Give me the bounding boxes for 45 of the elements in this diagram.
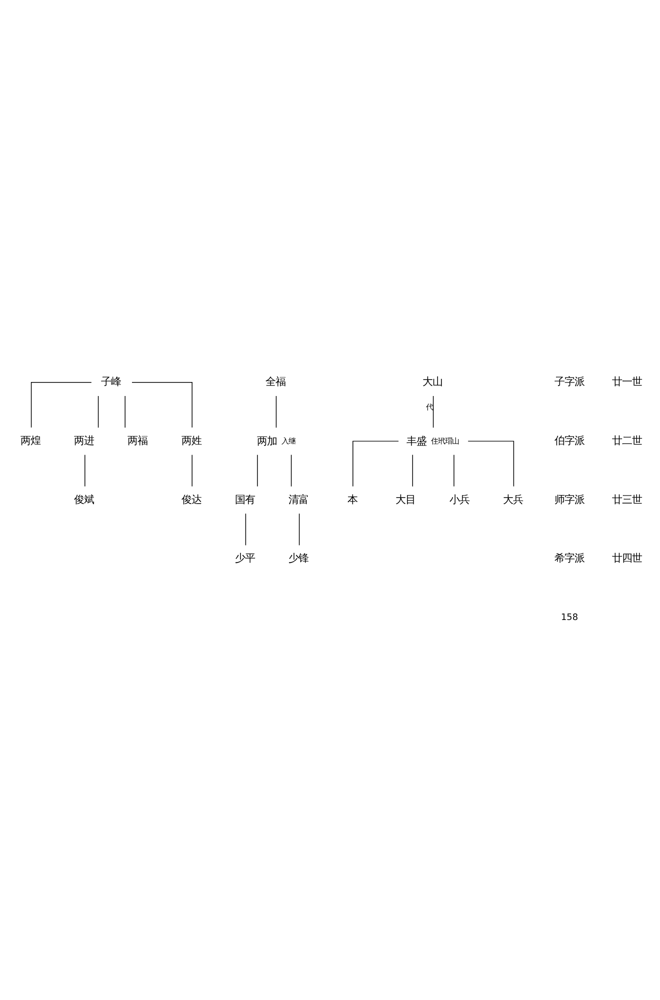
node-text: 少平 <box>234 552 255 565</box>
connector <box>352 440 399 487</box>
node-text: 两姓 <box>181 434 202 447</box>
node-text: 两煌 <box>20 434 40 447</box>
label: 廿四世 <box>612 552 642 565</box>
node-label: 入继 <box>281 436 296 446</box>
connector <box>298 513 300 546</box>
edge-label: 代 <box>426 402 434 412</box>
node-text: 清富 <box>288 494 308 506</box>
connector <box>84 454 86 487</box>
connector <box>257 454 258 487</box>
label: 廿一世 <box>612 376 642 388</box>
node-text: 小兵 <box>449 494 470 506</box>
connector <box>468 440 514 487</box>
node-text: 丰盛 <box>406 435 426 448</box>
label: 158 <box>561 612 578 623</box>
connector <box>432 396 434 428</box>
connector <box>98 396 99 428</box>
node-text: 俊达 <box>181 494 202 506</box>
node-text: 全福 <box>265 376 286 388</box>
connector <box>132 382 192 428</box>
node-text: 本 <box>347 494 358 506</box>
node-text: 大山 <box>422 376 442 388</box>
connector <box>124 396 126 428</box>
node-text: 两加 <box>256 435 277 448</box>
node-text: 两福 <box>128 434 148 447</box>
node-text: 国有 <box>234 494 255 506</box>
label: 子字派 <box>554 376 585 388</box>
node-text: 两进 <box>74 434 94 447</box>
label: 廿三世 <box>612 494 642 506</box>
label: 伯字派 <box>554 434 585 447</box>
label: 希字派 <box>554 552 585 565</box>
label: 师字派 <box>554 494 585 506</box>
label: 廿二世 <box>612 434 642 447</box>
node-text: 大目 <box>396 494 416 506</box>
node-text: 俊斌 <box>74 494 94 506</box>
connector <box>245 513 246 546</box>
connector <box>290 454 292 487</box>
node-text: 大兵 <box>502 494 523 506</box>
connector <box>276 396 277 428</box>
connector <box>412 454 413 487</box>
node-text: 子峰 <box>100 376 121 388</box>
connector <box>30 382 92 428</box>
node-text: 少锋 <box>288 552 308 565</box>
node-label: 住玳瑁山 <box>431 436 460 446</box>
